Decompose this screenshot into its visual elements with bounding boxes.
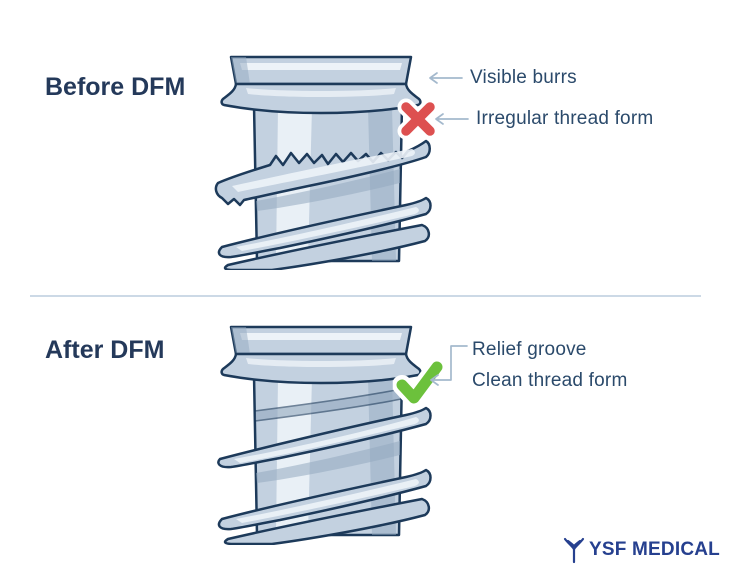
irregular-thread-arrow-icon <box>435 113 469 125</box>
annotation-clean-thread-form: Clean thread form <box>472 370 628 391</box>
annotation-relief-groove: Relief groove <box>472 339 587 360</box>
success-check-icon <box>393 358 445 408</box>
brand-name: YSF MEDICAL <box>589 539 720 560</box>
relief-groove-connector-icon <box>430 345 468 386</box>
section-divider <box>30 295 701 297</box>
after-heading: After DFM <box>45 336 165 364</box>
annotation-irregular-thread-form: Irregular thread form <box>476 108 654 129</box>
visible-burrs-arrow-icon <box>429 72 463 84</box>
error-x-icon <box>397 98 439 140</box>
brand-logo: YSF MEDICAL <box>563 536 720 564</box>
before-heading: Before DFM <box>45 73 186 101</box>
before-screw-illustration <box>214 55 432 270</box>
annotation-visible-burrs: Visible burrs <box>470 67 577 88</box>
after-screw-illustration <box>217 325 432 545</box>
brand-logo-icon <box>563 537 585 564</box>
